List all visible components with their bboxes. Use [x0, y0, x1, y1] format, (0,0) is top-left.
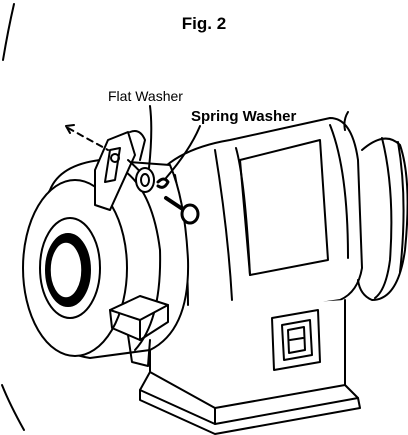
spring-washer-label: Spring Washer [191, 108, 297, 125]
spring-washer-leader [165, 125, 201, 179]
flat-washer [135, 167, 155, 193]
alignment-arrow [65, 124, 75, 134]
switch-plate [271, 309, 321, 371]
flat-washer-label: Flat Washer [108, 88, 183, 104]
grinding-wheel [22, 179, 128, 357]
flat-washer-leader [148, 105, 153, 169]
page-border-bottom-left [1, 384, 25, 431]
page-border-top-left [2, 3, 15, 61]
bolt [164, 196, 200, 225]
right-wheel [357, 137, 408, 301]
eye-shield-bracket [94, 130, 151, 211]
alignment-line [67, 127, 109, 151]
tool-rest [109, 295, 169, 367]
spring-washer [156, 177, 170, 189]
right-edge-leader [343, 111, 349, 131]
motor-housing [149, 117, 363, 319]
figure-title: Fig. 2 [181, 14, 227, 33]
